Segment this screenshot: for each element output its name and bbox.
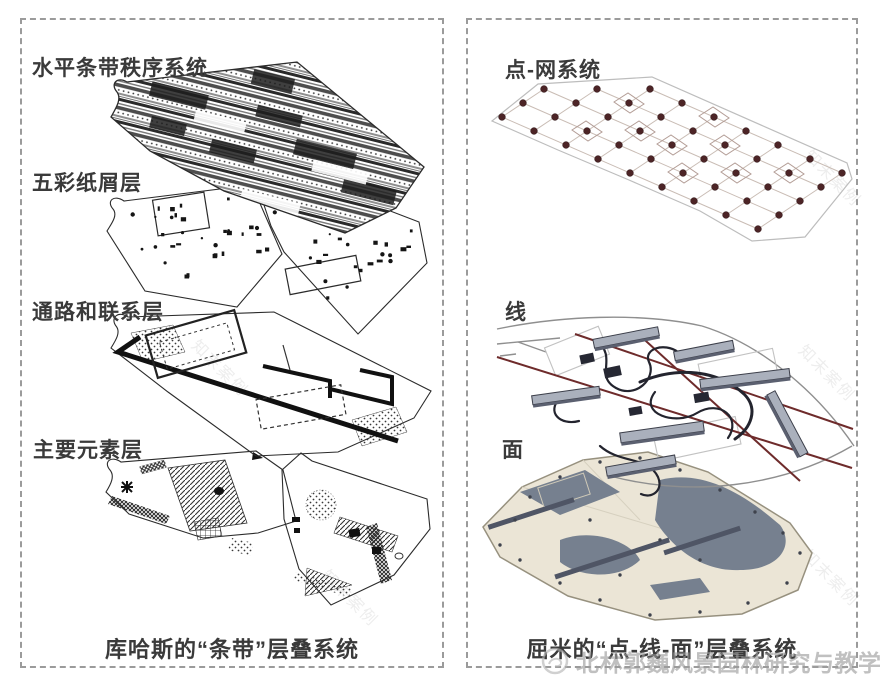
circle-emblem-icon <box>541 647 569 675</box>
label-main-elements-layer: 主要元素层 <box>33 439 143 462</box>
right-panel: 点-网系统 线 面 屈米的“点-线-面”层叠系统 <box>466 18 858 668</box>
watermark-text: 北林郭巍风景园林研究与教学 <box>576 650 880 676</box>
left-caption: 库哈斯的“条带”层叠系统 <box>104 637 359 662</box>
right-caption: 屈米的“点-线-面”层叠系统 <box>526 637 798 662</box>
label-surface-layer: 面 <box>502 439 524 462</box>
watermark: 北林郭巍风景园林研究与教学 <box>540 644 880 678</box>
label-line-layer: 线 <box>505 301 527 324</box>
label-access-connection-layer: 通路和联系层 <box>32 301 164 324</box>
label-point-net-system: 点-网系统 <box>505 59 601 82</box>
label-confetti-layer: 五彩纸屑层 <box>32 172 142 195</box>
left-panel: 水平条带秩序系统 五彩纸屑层 通路和联系层 主要元素层 库哈斯的“条带”层叠系统 <box>20 18 444 668</box>
label-horizontal-strip-system: 水平条带秩序系统 <box>32 57 208 80</box>
